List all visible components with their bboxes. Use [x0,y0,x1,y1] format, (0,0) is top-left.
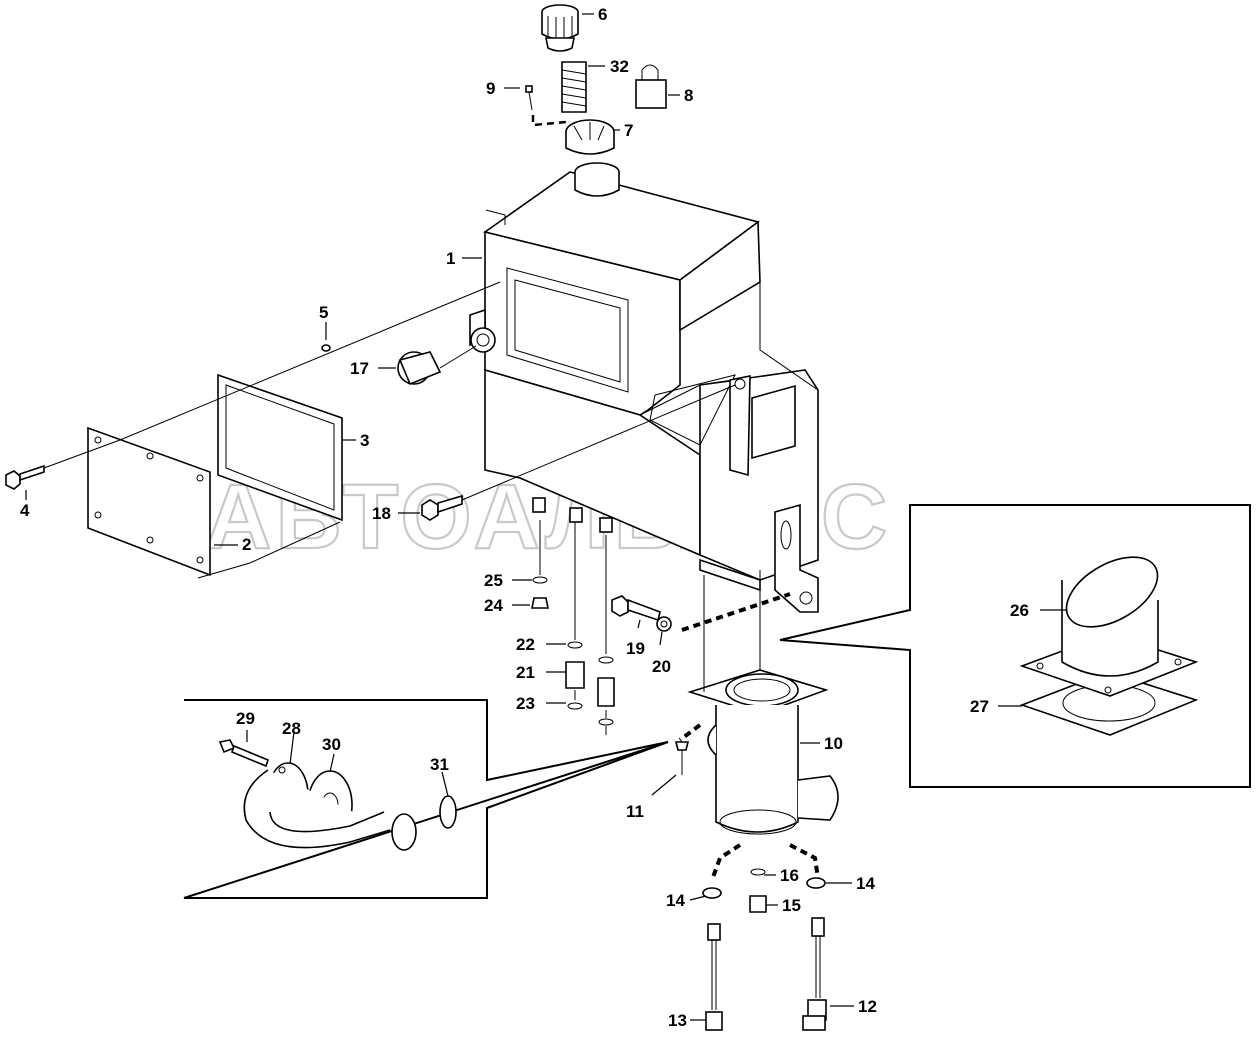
callout-27: 27 [970,697,989,716]
callout-29: 29 [236,709,255,728]
filler-cap-assembly [525,4,667,155]
callout-18: 18 [372,504,391,523]
callout-4: 4 [20,501,30,520]
callout-25: 25 [484,571,503,590]
callout-30: 30 [322,735,341,754]
drain-fittings [531,520,791,735]
callout-9: 9 [486,79,495,98]
sensors [702,843,827,1031]
callout-23: 23 [516,694,535,713]
callout-17: 17 [350,359,369,378]
callout-20: 20 [652,657,671,676]
callout-10: 10 [824,734,843,753]
callout-3: 3 [360,431,369,450]
elbow-detail-inset [779,504,1251,788]
callout-32: 32 [610,57,629,76]
callout-labels: 1 2 3 4 5 6 7 8 9 10 11 12 13 14 14 15 1… [20,5,1029,1030]
callout-14-left: 14 [666,891,685,910]
callout-5: 5 [319,303,328,322]
callout-28: 28 [282,719,301,738]
callout-16: 16 [780,866,799,885]
filter-housing [674,570,839,835]
callout-24: 24 [484,596,503,615]
callout-31: 31 [430,755,449,774]
leader-lines [25,13,1066,1021]
callout-11: 11 [626,802,644,821]
callout-6: 6 [598,5,607,24]
callout-21: 21 [516,663,535,682]
cover-plate-assembly [5,281,501,579]
callout-13: 13 [668,1011,687,1030]
callout-26: 26 [1010,601,1029,620]
callout-2: 2 [242,535,251,554]
callout-22: 22 [516,635,535,654]
callout-14-right: 14 [856,874,875,893]
callout-7: 7 [624,121,633,140]
tank-assembly [469,162,819,613]
callout-1: 1 [446,249,455,268]
callout-19: 19 [626,639,645,658]
pipe-detail-inset [183,699,669,899]
callout-8: 8 [684,86,693,105]
plug-and-bolt [397,345,736,521]
callout-12: 12 [858,997,877,1016]
callout-15: 15 [782,896,801,915]
